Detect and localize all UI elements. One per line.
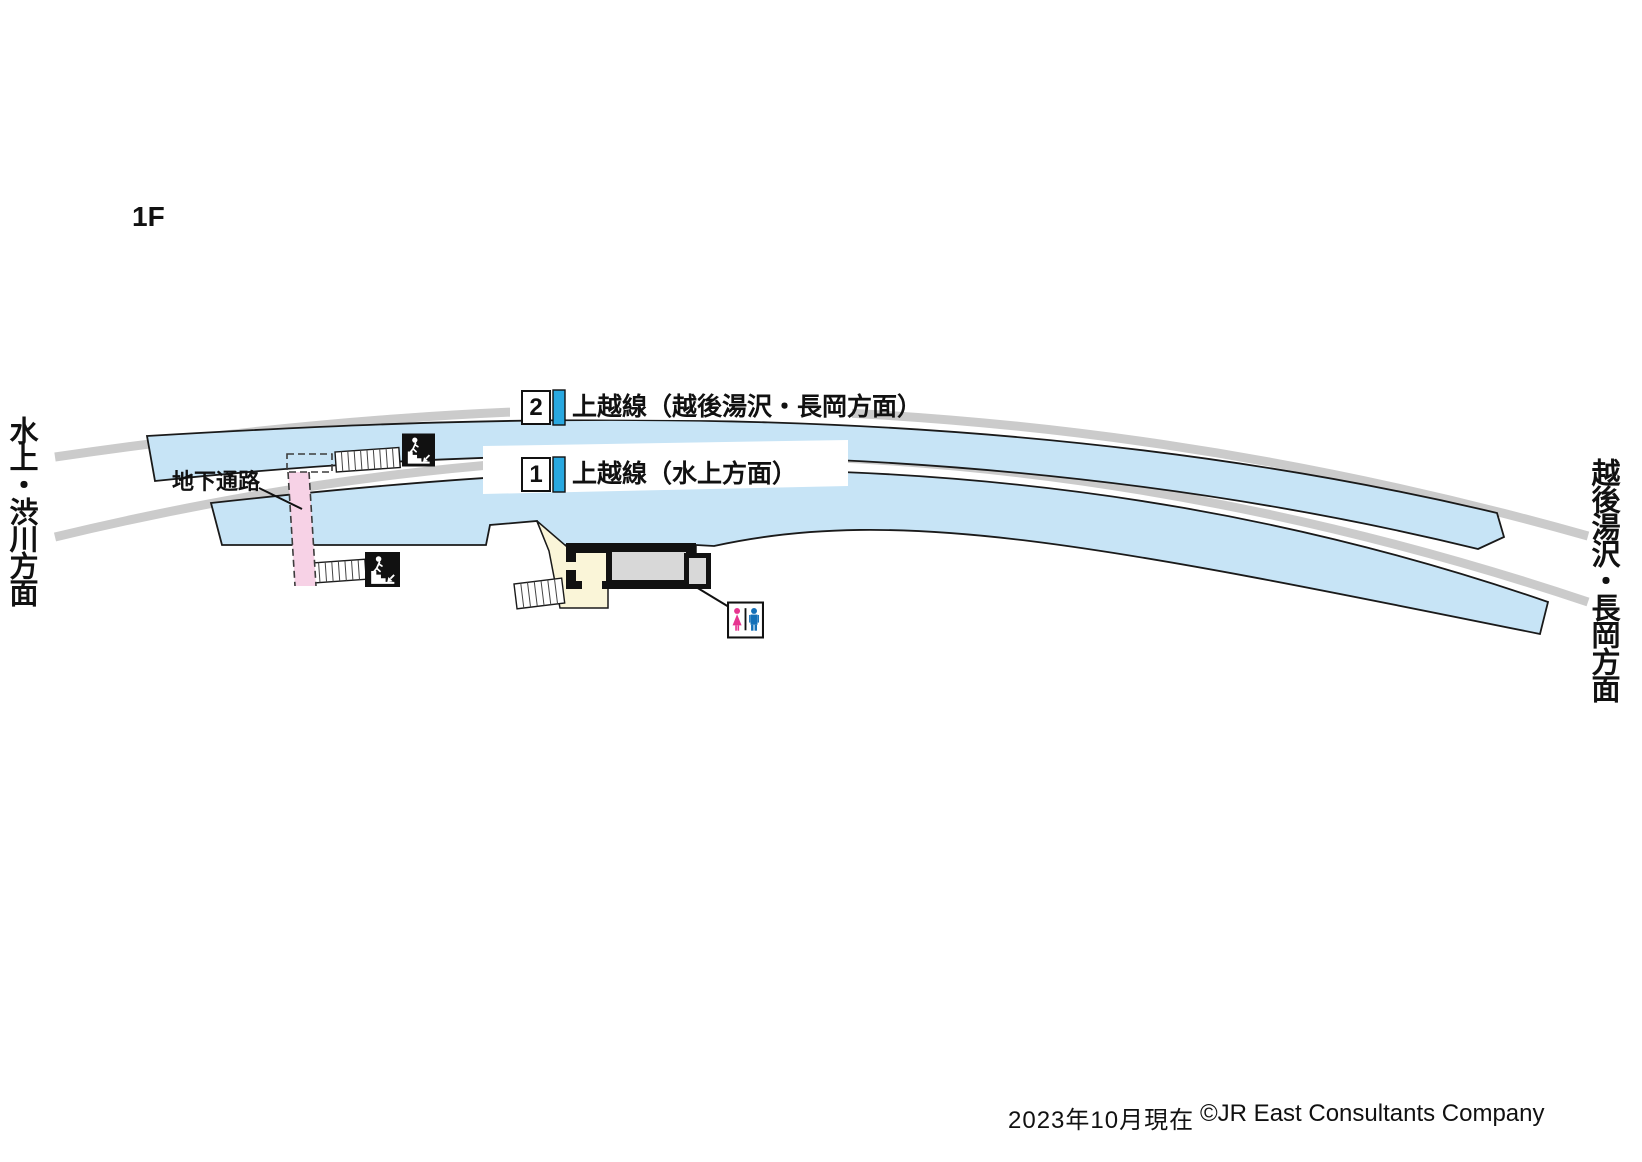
stairs-down-icon [365,552,400,587]
toilet-male-figure [749,607,759,631]
underground-passage-dash-right [308,471,317,587]
platform-1-color-bar [552,456,566,493]
stairs-hatch-platform1 [311,558,368,584]
footer-copyright: ©JR East Consultants Company [1200,1100,1545,1127]
underground-passage-shape [288,472,316,586]
platform-2-line-name: 上越線（越後湯沢・長岡方面） [572,393,923,421]
direction-left-label: 水上・渋川方面 [5,416,37,605]
platform-1-number: 1 [521,457,551,492]
platform-1-line-name: 上越線（水上方面） [572,460,798,488]
building-wall-left-upper [566,543,576,562]
platform-1-label-band [483,440,848,494]
annex-room [689,558,706,584]
stairs-hatch-building [513,577,566,610]
stairs-hatch-platform2 [334,446,401,473]
toilet-leader-line [695,586,730,608]
toilet-female-figure [732,607,742,631]
stair-landing-dash-box [286,453,333,473]
underground-passage-dash-left [287,471,296,587]
footer-date: 2023年10月現在 [1008,1107,1195,1134]
building-wall-bottom-left [566,581,582,589]
toilet-icon [727,601,764,639]
toilet-room [612,552,686,580]
building-wall-left-lower [566,570,576,589]
stairs-down-icon [402,433,435,467]
passage-leader-line [258,487,303,510]
floor-label: 1F [132,201,165,232]
platform-2-color-bar [552,389,566,426]
direction-right-label: 越後湯沢・長岡方面 [1587,458,1619,701]
platform-2-number: 2 [521,390,551,425]
platform-2-label-band [510,348,852,421]
underground-passage-label: 地下通路 [172,469,261,494]
